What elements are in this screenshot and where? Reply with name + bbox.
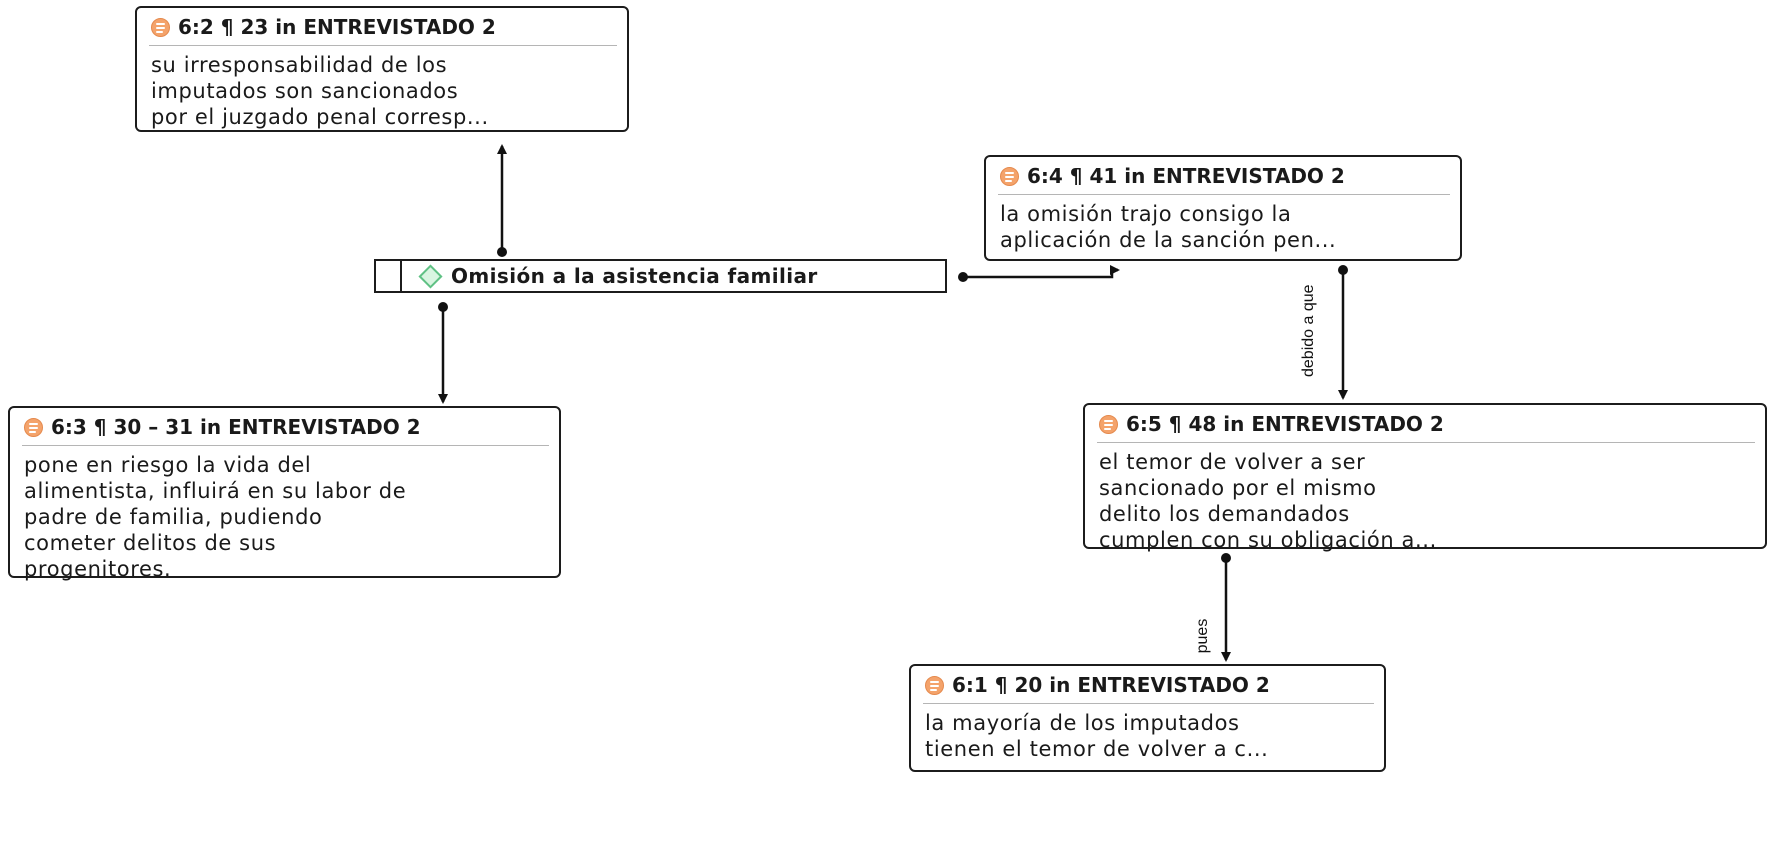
quote-header: 6:5 ¶ 48 in ENTREVISTADO 2 xyxy=(1097,411,1755,443)
link-code-to-6-4[interactable] xyxy=(963,265,1120,279)
code-diamond-icon xyxy=(418,263,443,289)
quote-node-6-3[interactable]: 6:3 ¶ 30 – 31 in ENTREVISTADO 2 pone en … xyxy=(8,406,561,581)
quote-text: el temor de volver a ser sancionado por … xyxy=(1099,450,1437,552)
link-dot xyxy=(1221,553,1231,563)
quote-header: 6:4 ¶ 41 in ENTREVISTADO 2 xyxy=(998,163,1450,195)
quotation-icon xyxy=(151,17,170,37)
quote-node-6-1[interactable]: 6:1 ¶ 20 in ENTREVISTADO 2 la mayoría de… xyxy=(909,664,1386,772)
quote-node-6-2[interactable]: 6:2 ¶ 23 in ENTREVISTADO 2 su irresponsa… xyxy=(135,6,629,132)
quote-header: 6:1 ¶ 20 in ENTREVISTADO 2 xyxy=(923,672,1374,704)
quote-node-6-4[interactable]: 6:4 ¶ 41 in ENTREVISTADO 2 la omisión tr… xyxy=(984,155,1462,261)
link-dot xyxy=(438,302,448,312)
quotation-icon xyxy=(24,417,43,437)
quote-header: 6:3 ¶ 30 – 31 in ENTREVISTADO 2 xyxy=(22,414,549,446)
quote-header-label: 6:5 ¶ 48 in ENTREVISTADO 2 xyxy=(1126,412,1444,436)
relation-label-pues: pues xyxy=(1194,618,1211,654)
link-dot xyxy=(1338,265,1348,275)
link-dot xyxy=(497,247,507,257)
quote-text: pone en riesgo la vida del alimentista, … xyxy=(24,453,407,581)
code-node-label: Omisión a la asistencia familiar xyxy=(451,264,818,288)
quote-text: la omisión trajo consigo la aplicación d… xyxy=(1000,202,1337,252)
quote-header-label: 6:4 ¶ 41 in ENTREVISTADO 2 xyxy=(1027,164,1345,188)
code-node-handle xyxy=(376,261,402,291)
quote-header-label: 6:1 ¶ 20 in ENTREVISTADO 2 xyxy=(952,673,1270,697)
quote-text: la mayoría de los imputados tienen el te… xyxy=(925,711,1269,761)
quote-text: su irresponsabilidad de los imputados so… xyxy=(151,53,489,129)
quotation-icon xyxy=(1000,166,1019,186)
quotation-icon xyxy=(925,675,944,695)
relation-label-debido-a-que: debido a que xyxy=(1300,284,1317,377)
quote-header-label: 6:2 ¶ 23 in ENTREVISTADO 2 xyxy=(178,15,496,39)
quote-header: 6:2 ¶ 23 in ENTREVISTADO 2 xyxy=(149,14,617,46)
quote-node-6-5[interactable]: 6:5 ¶ 48 in ENTREVISTADO 2 el temor de v… xyxy=(1083,403,1767,552)
quote-header-label: 6:3 ¶ 30 – 31 in ENTREVISTADO 2 xyxy=(51,415,421,439)
code-node[interactable]: Omisión a la asistencia familiar xyxy=(374,259,947,293)
link-dot xyxy=(958,272,968,282)
quotation-icon xyxy=(1099,414,1118,434)
